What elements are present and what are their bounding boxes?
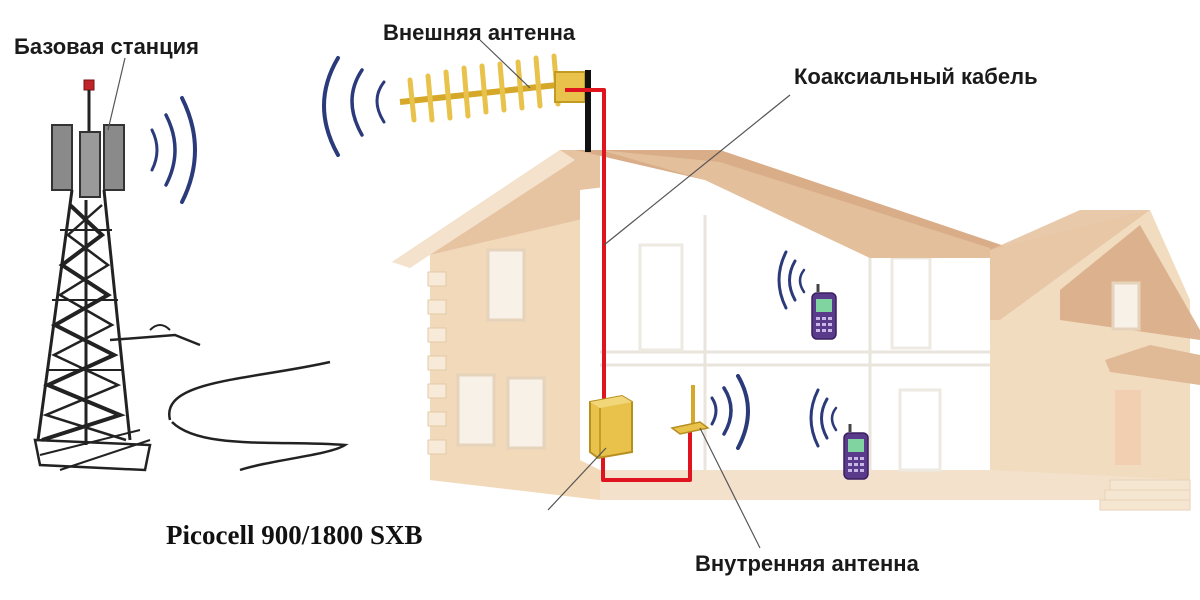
callout-leader-lines (107, 39, 791, 549)
base-station-label: Базовая станция (14, 34, 199, 59)
repeater-model-label: Picocell 900/1800 SXB (166, 520, 423, 550)
mobile-phone-icon (843, 424, 869, 480)
repeater-unit-icon (589, 394, 633, 460)
base-station-tower-icon (33, 79, 349, 472)
external-antenna-icon (399, 53, 591, 152)
phone-signal-waves-icon (777, 250, 806, 310)
phone-signal-waves-icon (809, 388, 838, 448)
internal-antenna-signal-waves-icon (710, 374, 750, 450)
internal-antenna-label: Внутренняя антенна (695, 551, 919, 576)
internal-antenna-icon (670, 385, 710, 435)
coaxial-cable (565, 88, 692, 482)
tower-signal-waves-icon (150, 96, 197, 204)
coaxial-cable-label: Коаксиальный кабель (794, 64, 1038, 89)
external-antenna-label: Внешняя антенна (383, 20, 576, 45)
mobile-phone-icon (811, 284, 837, 340)
external-antenna-signal-waves-icon (322, 56, 386, 157)
house-illustration (392, 150, 1200, 511)
